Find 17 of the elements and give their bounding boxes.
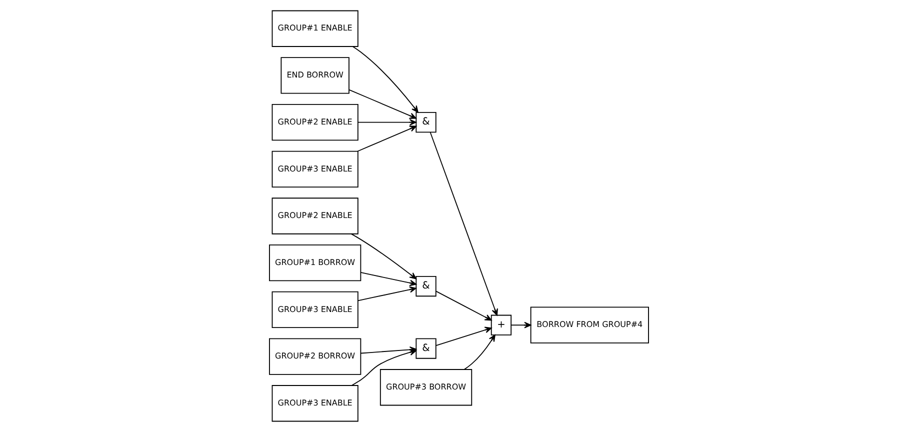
arrow	[360, 272, 416, 286]
arrow	[435, 326, 492, 346]
node-box: &	[415, 338, 436, 359]
arrow	[510, 322, 531, 328]
arrow	[350, 349, 416, 386]
arrow	[350, 233, 416, 280]
node-box: +	[490, 314, 512, 336]
node-box: &	[415, 276, 436, 297]
arrow	[348, 89, 416, 119]
arrow	[356, 119, 416, 126]
arrow	[352, 46, 418, 113]
arrow	[356, 286, 416, 302]
arrow	[435, 290, 492, 321]
arrow	[356, 126, 416, 152]
arrow	[429, 132, 498, 316]
arrow	[463, 334, 495, 370]
node-box: &	[415, 112, 436, 133]
